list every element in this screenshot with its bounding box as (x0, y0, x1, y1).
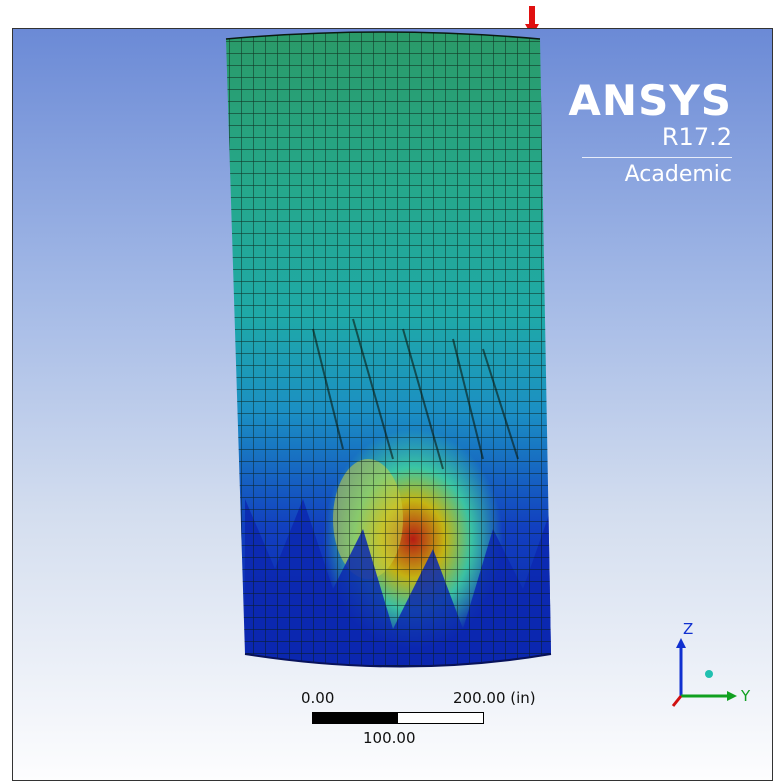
axis-triad[interactable]: Z Y (663, 614, 763, 714)
scale-right-label: 200.00 (in) (453, 689, 536, 707)
logo-name: ANSYS (568, 76, 732, 125)
logo-edition: Academic (624, 162, 732, 187)
logo-divider (582, 157, 732, 158)
scale-left-label: 0.00 (301, 689, 335, 707)
scale-bar (312, 712, 484, 724)
graphics-viewport[interactable]: ANSYS R17.2 Academic 0.00 200.00 (in) 10… (12, 28, 773, 781)
triad-y-label: Y (740, 687, 751, 705)
deformed-cylinder-model[interactable] (13, 29, 773, 781)
ansys-logo: ANSYS R17.2 Academic (568, 79, 732, 188)
scale-middle-label: 100.00 (363, 729, 416, 747)
triad-z-label: Z (683, 620, 693, 638)
logo-release: R17.2 (661, 123, 732, 151)
